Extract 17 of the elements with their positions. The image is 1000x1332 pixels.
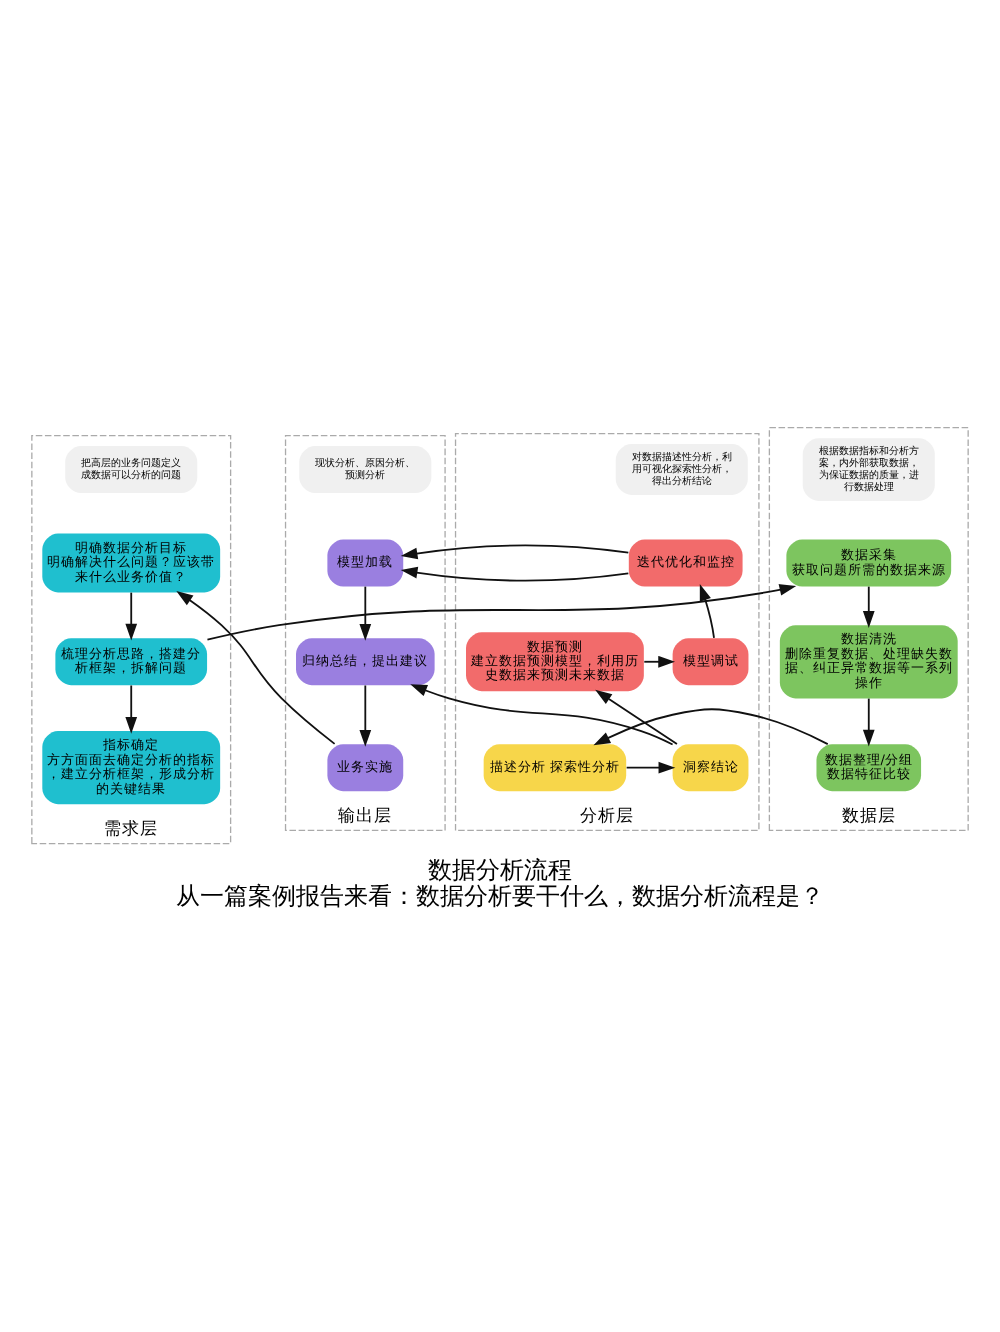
arrow bbox=[400, 543, 630, 581]
arrow bbox=[410, 683, 674, 745]
arrow bbox=[125, 590, 138, 640]
arrow bbox=[359, 683, 372, 746]
arrow bbox=[359, 584, 372, 640]
arrow bbox=[625, 760, 676, 773]
arrow bbox=[862, 584, 875, 627]
arrow bbox=[699, 583, 715, 638]
arrow bbox=[593, 707, 829, 745]
arrow bbox=[206, 583, 797, 640]
arrow bbox=[643, 654, 675, 667]
arrow bbox=[176, 589, 336, 744]
diagram-title: 数据分析流程 bbox=[428, 855, 572, 884]
arrow bbox=[125, 683, 138, 733]
arrow bbox=[862, 696, 875, 746]
arrow bbox=[595, 688, 678, 744]
caption: 从一篇案例报告来看：数据分析要干什么，数据分析流程是？ bbox=[176, 881, 824, 910]
